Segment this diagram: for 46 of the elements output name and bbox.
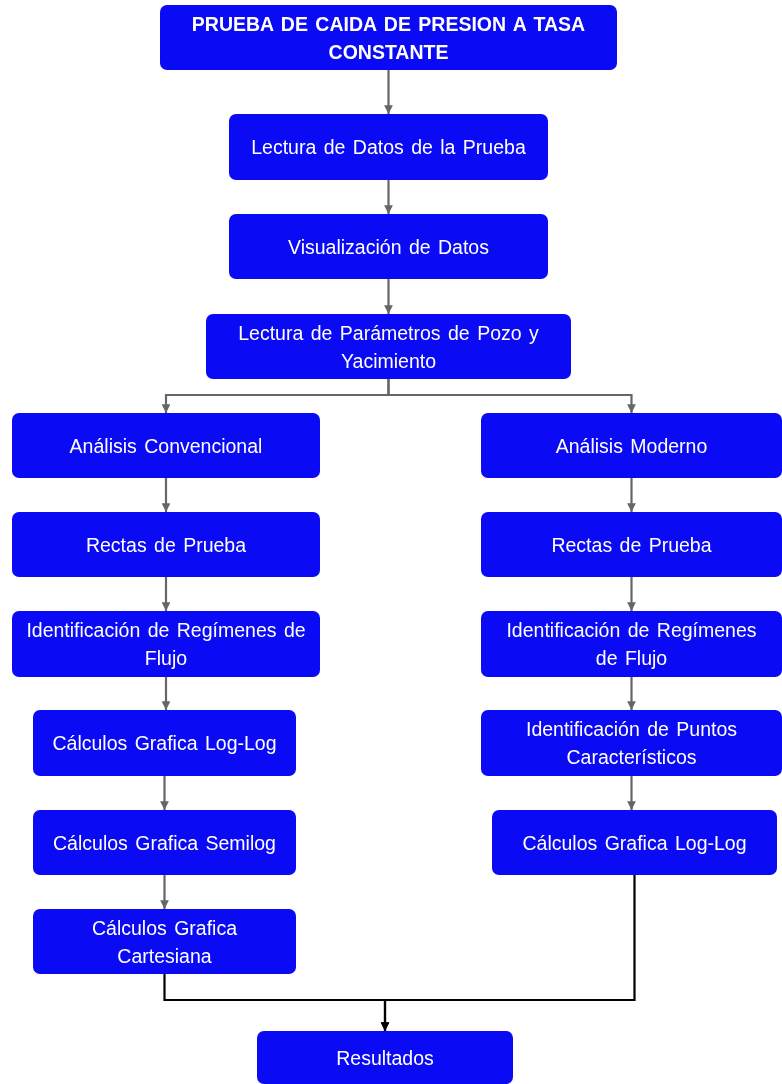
step-label: Identificación de Regímenes de Flujo <box>505 618 758 671</box>
process-box <box>481 611 782 677</box>
step-label: Lectura de Datos de la Prueba <box>251 135 526 160</box>
title-text: PRUEBA DE CAIDA DE PRESION A TASA CONSTANTE <box>190 11 587 65</box>
process-box <box>229 214 548 279</box>
step-label: Cálculos Grafica Log-Log <box>522 830 747 856</box>
process-box <box>12 611 320 677</box>
arrow <box>160 776 169 810</box>
arrow <box>384 279 393 314</box>
process-box <box>492 810 777 875</box>
arrow <box>627 577 636 611</box>
process-box <box>481 512 782 577</box>
arrow <box>627 478 636 512</box>
arrow <box>380 875 636 1031</box>
process-box <box>12 512 320 577</box>
arrow <box>627 677 636 710</box>
process-box <box>206 314 571 379</box>
step-label: Visualización de Datos <box>288 234 489 260</box>
step-label: Identificación de Regímenes de Flujo <box>25 618 307 671</box>
arrow <box>160 875 169 909</box>
step-label: Análisis Moderno <box>555 433 708 459</box>
process-box <box>160 5 617 70</box>
step-label: Cálculos Grafica Semilog <box>53 830 276 856</box>
step-label: Lectura de Parámetros de Pozo y Yacimiento <box>237 320 540 374</box>
process-box <box>33 810 296 875</box>
process-box <box>481 710 782 776</box>
arrow <box>161 577 171 611</box>
step-label: Rectas de Prueba <box>85 532 247 558</box>
process-box <box>33 909 296 974</box>
step-label: Rectas de Prueba <box>551 532 712 558</box>
process-box <box>257 1031 513 1084</box>
step-label: Análisis Convencional <box>69 433 263 459</box>
process-box <box>12 413 320 478</box>
arrow <box>384 180 393 214</box>
step-label: Identificación de Puntos Característicos <box>524 717 739 770</box>
arrow <box>387 379 636 413</box>
step-label: Cálculos Grafica Log-Log <box>52 731 277 756</box>
arrow <box>161 478 171 512</box>
process-box <box>481 413 782 478</box>
arrow <box>627 776 636 810</box>
step-label: Resultados <box>336 1045 434 1071</box>
arrow <box>384 70 393 114</box>
step-label: Cálculos Grafica Cartesiana <box>90 915 239 969</box>
process-box <box>229 114 548 180</box>
process-box <box>33 710 296 776</box>
arrow <box>161 677 171 710</box>
